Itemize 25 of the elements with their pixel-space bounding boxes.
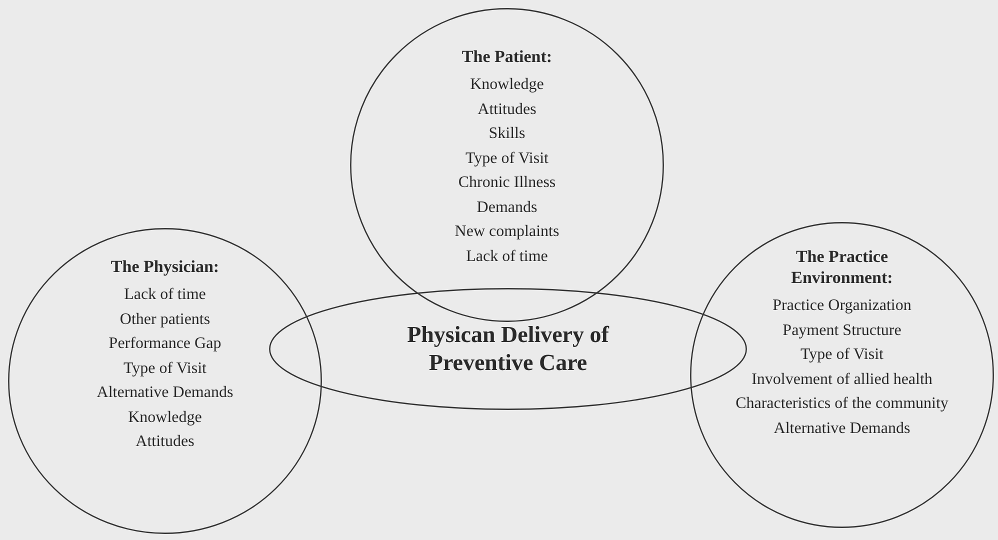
factor-item: Attitudes (136, 432, 194, 452)
factor-item: Skills (488, 124, 526, 144)
factor-item: Alternative Demands (774, 418, 910, 438)
factor-item: Type of Visit (800, 345, 884, 365)
factor-item: Type of Visit (466, 148, 548, 168)
factor-item: Knowledge (128, 408, 202, 428)
factor-item: New complaints (454, 222, 560, 242)
factor-item: Payment Structure (782, 320, 902, 340)
factor-item: Chronic Illness (458, 173, 556, 193)
factor-item: Knowledge (470, 75, 544, 95)
factor-item: Type of Visit (124, 358, 206, 378)
factor-item: Involvement of allied health (752, 370, 932, 390)
circle-heading: The Practice Environment: (790, 246, 894, 288)
center-title: Physican Delivery of Preventive Care (406, 321, 610, 377)
factor-item: Lack of time (124, 285, 206, 305)
circle-heading: The Physician: (110, 256, 220, 277)
factor-item: Attitudes (478, 100, 536, 120)
factor-item: Demands (476, 198, 538, 218)
circle-heading: The Patient: (460, 46, 554, 67)
factor-item: Characteristics of the community (736, 394, 948, 414)
factor-item: Practice Organization (772, 296, 912, 316)
factor-item: Alternative Demands (96, 383, 234, 403)
factor-item: Performance Gap (108, 334, 222, 354)
factor-item: Lack of time (466, 246, 548, 266)
factor-item: Other patients (120, 310, 210, 330)
